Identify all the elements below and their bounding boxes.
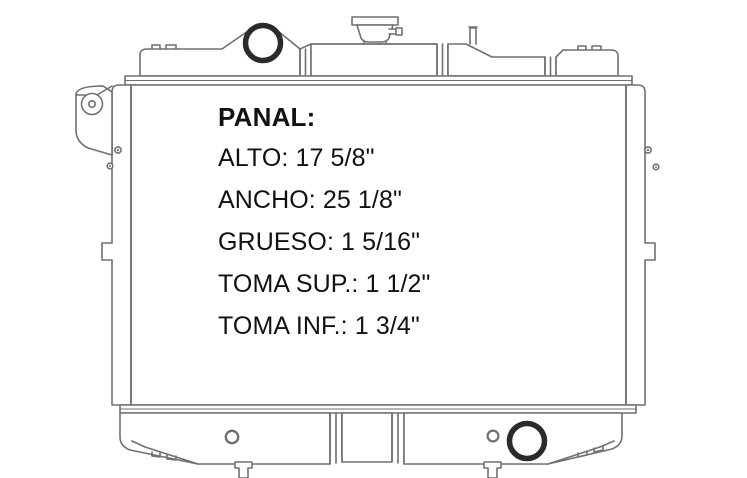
bottom-tank-holes [224,429,500,445]
left-mounting-bracket [75,85,113,156]
spec-line-toma-sup: TOMA SUP.: 1 1/2" [218,270,431,298]
spec-heading: PANAL: [218,102,316,132]
side-rail-rivet-holes [106,146,122,170]
spec-line-toma-inf: TOMA INF.: 1 3/4" [218,312,420,340]
bottom-tank-hole-right [486,429,500,443]
bottom-tank-hole-left [224,429,240,445]
spec-line-ancho: ANCHO: 25 1/8" [218,186,402,214]
right-side-frame-rail [625,84,656,406]
lower-outlet-port [506,420,548,462]
filler-cap [351,16,403,45]
side-rail-rivet-holes-right [644,146,660,171]
bottom-tank-tabs [151,445,604,461]
overflow-tube [468,26,478,45]
top-tank-core-seam [124,75,633,86]
bracket-bolt-hole [88,100,97,109]
tank-mounting-tabs [151,44,602,51]
tank-reinforcement-ribs [299,43,312,77]
panel-specifications: PANAL: ALTO: 17 5/8" ANCHO: 25 1/8" GRUE… [218,104,518,339]
drain-petcock-right [483,461,502,478]
spec-line-alto: ALTO: 17 5/8" [218,144,375,172]
upper-inlet-port [242,22,284,64]
bottom-tank-core-seam [119,404,637,414]
left-side-frame-rail [101,84,132,406]
drain-petcock-left [234,461,253,478]
spec-line-grueso: GRUESO: 1 5/16" [218,228,421,256]
